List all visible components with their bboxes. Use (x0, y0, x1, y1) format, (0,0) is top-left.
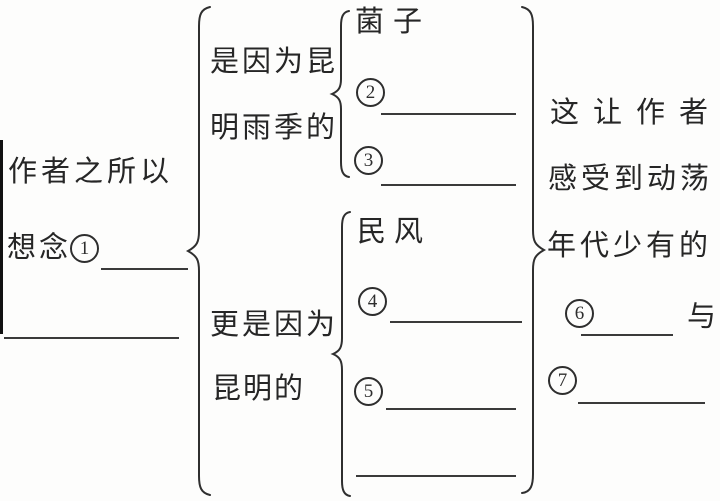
conclusion-conjunction: 与 (687, 301, 717, 333)
circled-number-6: 6 (565, 299, 594, 328)
blank-5 (386, 408, 516, 410)
branch-kunming-label-line2: 昆明的 (212, 373, 306, 405)
scan-edge-mark (0, 140, 3, 334)
branch-kunming-label-line1: 更是因为 (210, 309, 339, 341)
branch-rain-item-junzi: 菌子 (355, 6, 432, 38)
circled-number-1: 1 (70, 234, 99, 263)
root-opening-brace (185, 6, 211, 496)
conclusion-closing-brace (521, 6, 547, 494)
branch-rain-brace (329, 10, 350, 178)
circled-number-3: 3 (354, 146, 383, 175)
root-line1: 作者之所以 (8, 156, 174, 188)
conclusion-line1: 这让作者 (550, 97, 720, 129)
circled-number-5: 5 (354, 377, 383, 406)
circled-number-6-digit: 6 (574, 303, 585, 324)
circled-number-4: 4 (358, 287, 387, 316)
blank-5-continued (356, 475, 516, 477)
circled-number-7: 7 (548, 366, 577, 395)
root-line2-prefix: 想念 (7, 232, 72, 264)
conclusion-line2: 感受到动荡 (548, 163, 714, 195)
circled-number-2: 2 (356, 78, 385, 107)
branch-kunming-brace (330, 211, 351, 497)
conclusion-line3: 年代少有的 (547, 230, 713, 262)
circled-number-1-digit: 1 (79, 238, 90, 259)
circled-number-2-digit: 2 (365, 82, 376, 103)
branch-kunming-item-minfeng: 民风 (357, 216, 432, 248)
blank-1 (101, 268, 188, 270)
circled-number-7-digit: 7 (557, 370, 568, 391)
blank-7 (578, 402, 705, 404)
circled-number-3-digit: 3 (363, 150, 374, 171)
blank-4 (390, 321, 522, 323)
blank-3 (381, 184, 516, 186)
branch-rain-label-line2: 明雨季的 (210, 112, 339, 144)
blank-2 (381, 113, 516, 115)
blank-1-continued (4, 337, 179, 339)
branch-rain-label-line1: 是因为昆 (210, 46, 339, 78)
circled-number-4-digit: 4 (367, 291, 378, 312)
circled-number-5-digit: 5 (363, 381, 374, 402)
blank-6 (581, 334, 673, 336)
